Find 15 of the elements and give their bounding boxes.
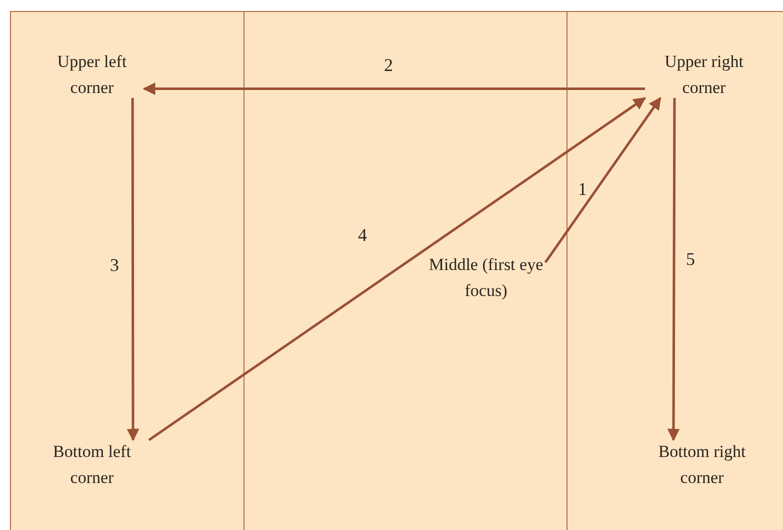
arrow [544,96,662,264]
node-label: Bottom left corner [52,441,132,489]
arrow [148,96,646,442]
node-label: Bottom right corner [657,441,747,489]
node-label: Upper right corner [664,51,744,99]
node-label: Middle (first eye focus) [428,254,544,302]
node-label: Upper left corner [56,51,128,99]
arrow [667,98,680,442]
edge-label: 5 [686,250,695,268]
edge-label: 4 [358,226,367,244]
edge-label: 2 [384,56,393,74]
arrow [126,98,140,442]
arrow [142,82,645,96]
edge-label: 3 [110,256,119,274]
edge-label: 1 [578,180,587,198]
